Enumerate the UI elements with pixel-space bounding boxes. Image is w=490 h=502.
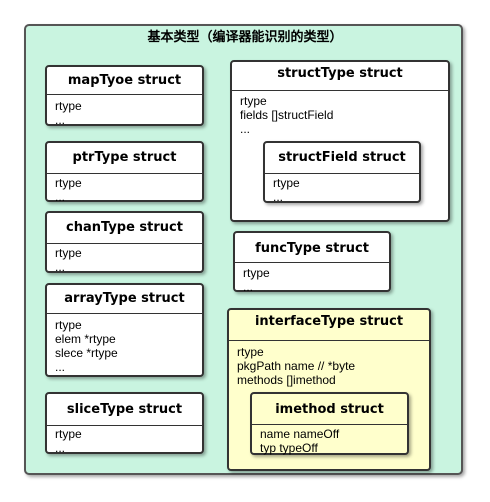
field: rtype xyxy=(273,176,300,190)
field: pkgPath name // *byte xyxy=(237,359,356,373)
ptrtype-struct-name: ptrType struct xyxy=(47,143,202,174)
chantype-struct-box[interactable]: chanType struct rtype ... xyxy=(45,211,204,274)
field: ... xyxy=(55,190,66,204)
field: name nameOff xyxy=(260,427,340,441)
functype-struct-box[interactable]: funcType struct rtype ... xyxy=(233,231,391,294)
imethod-struct-box[interactable]: imethod struct name nameOff typ typeOff xyxy=(250,392,409,455)
field: rtype xyxy=(237,345,264,359)
arraytype-fields: rtype elem *rtype slece *rtype ... xyxy=(55,318,118,374)
field: ... xyxy=(55,113,66,127)
maptype-struct-box[interactable]: mapTyoe struct rtype ... xyxy=(45,65,204,127)
imethod-fields: name nameOff typ typeOff xyxy=(260,427,339,455)
structtype-struct-name: structType struct xyxy=(232,62,448,91)
imethod-struct-name: imethod struct xyxy=(252,394,407,425)
ptrtype-fields: rtype ... xyxy=(55,176,82,204)
structfield-fields: rtype ... xyxy=(273,176,300,204)
slicetype-struct-box[interactable]: sliceType struct rtype ... xyxy=(45,392,204,455)
structtype-fields: rtype fields []structField ... xyxy=(240,94,333,136)
arraytype-struct-name: arrayType struct xyxy=(47,285,202,314)
field: ... xyxy=(55,441,66,455)
container-title: 基本类型（编译器能识别的类型） xyxy=(147,30,343,45)
maptype-struct-name: mapTyoe struct xyxy=(47,67,202,95)
field: rtype xyxy=(55,176,82,190)
field: rtype xyxy=(55,99,82,113)
structfield-struct-box[interactable]: structField struct rtype ... xyxy=(263,141,421,204)
slicetype-struct-name: sliceType struct xyxy=(47,394,202,426)
field: typ typeOff xyxy=(260,441,318,455)
field: ... xyxy=(240,122,251,136)
field: ... xyxy=(55,360,66,374)
field: rtype xyxy=(55,246,82,260)
interfacetype-struct-name: interfaceType struct xyxy=(229,310,429,341)
chantype-struct-name: chanType struct xyxy=(47,213,202,244)
field: rtype xyxy=(55,318,82,332)
field: methods []imethod xyxy=(237,373,336,387)
field: fields []structField xyxy=(240,108,334,122)
field: ... xyxy=(243,280,254,294)
field: slece *rtype xyxy=(55,346,118,360)
field: rtype xyxy=(55,427,82,441)
structfield-struct-name: structField struct xyxy=(265,143,419,174)
functype-struct-name: funcType struct xyxy=(235,233,389,263)
chantype-fields: rtype ... xyxy=(55,246,82,274)
maptype-fields: rtype ... xyxy=(55,99,82,127)
field: rtype xyxy=(240,94,267,108)
slicetype-fields: rtype ... xyxy=(55,427,82,455)
field: ... xyxy=(273,190,284,204)
ptrtype-struct-box[interactable]: ptrType struct rtype ... xyxy=(45,141,204,204)
arraytype-struct-box[interactable]: arrayType struct rtype elem *rtype slece… xyxy=(45,283,204,377)
field: elem *rtype xyxy=(55,332,116,346)
interfacetype-fields: rtype pkgPath name // *byte methods []im… xyxy=(237,345,355,387)
field: ... xyxy=(55,260,66,274)
field: rtype xyxy=(243,266,270,280)
functype-fields: rtype ... xyxy=(243,266,270,294)
